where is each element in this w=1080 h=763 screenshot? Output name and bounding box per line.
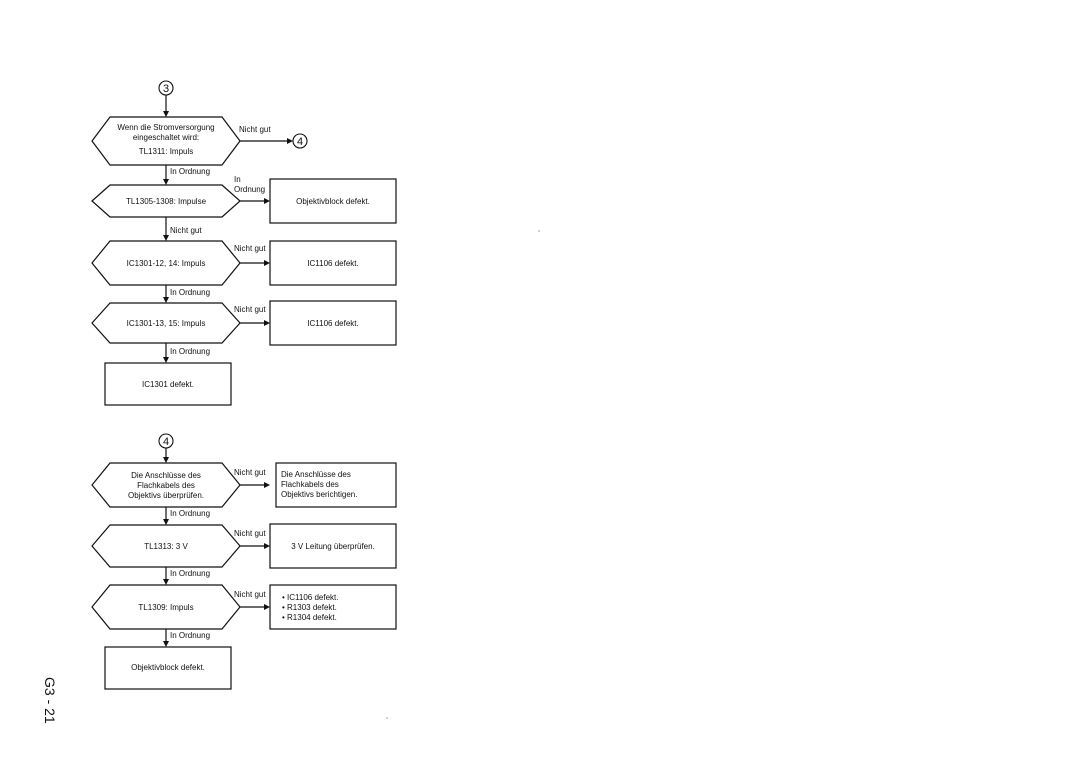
label-not-ok-side: Nicht gut bbox=[234, 529, 266, 538]
connector-3: 3 bbox=[158, 80, 174, 96]
decision-tl1305-text: TL1305-1308: Impulse bbox=[126, 197, 207, 206]
decision-ic1301-12-text: IC1301-12, 14: Impuls bbox=[127, 259, 206, 268]
result-objektivblock-text: Objektivblock defekt. bbox=[296, 197, 370, 206]
result-3v-line bbox=[269, 523, 397, 569]
label-not-ok-side: Nicht gut bbox=[234, 468, 266, 477]
label-ok-down: In Ordnung bbox=[170, 569, 210, 578]
result-ic1106-a-text: IC1106 defekt. bbox=[307, 259, 358, 268]
decision-power-on-line1: Wenn die Stromversorgung bbox=[117, 123, 214, 132]
decision-flat-cable-line3: Objektivs überprüfen. bbox=[128, 491, 204, 500]
result-fix-cable bbox=[275, 462, 397, 508]
result-3v-line-text: 3 V Leitung überprüfen. bbox=[291, 542, 375, 551]
result-ic1106-b bbox=[269, 300, 397, 346]
decision-flat-cable-line2: Flachkabels des bbox=[137, 481, 195, 490]
result-defect-ic1106: • IC1106 defekt. bbox=[282, 593, 338, 602]
decision-power-on-line3: TL1311: Impuls bbox=[139, 147, 194, 156]
decision-ic1301-13-text: IC1301-13, 15: Impuls bbox=[127, 319, 206, 328]
label-not-ok-side: Nicht gut bbox=[234, 590, 266, 599]
result-ic1106-b-text: IC1106 defekt. bbox=[307, 319, 358, 328]
result-objektivblock bbox=[269, 178, 397, 224]
result-ic1301 bbox=[104, 362, 232, 406]
svg-text:4: 4 bbox=[163, 436, 169, 448]
label-ok-side-2: Ordnung bbox=[234, 185, 265, 194]
result-fix-cable-line3: Objektivs berichtigen. bbox=[281, 490, 357, 499]
result-objektivblock-final-text: Objektivblock defekt. bbox=[131, 663, 205, 672]
result-ic1106-a bbox=[269, 240, 397, 286]
connector-4-ref: 4 bbox=[292, 133, 308, 149]
decision-tl1309-text: TL1309: Impuls bbox=[138, 603, 193, 612]
label-ok: In Ordnung bbox=[170, 167, 210, 176]
result-defect-r1304: • R1304 defekt. bbox=[282, 613, 337, 622]
svg-text:4: 4 bbox=[297, 136, 303, 148]
decision-power-on-line2: eingeschaltet wird: bbox=[133, 133, 199, 142]
label-ok-down: In Ordnung bbox=[170, 288, 210, 297]
label-not-ok-down: Nicht gut bbox=[170, 226, 202, 235]
label-not-ok: Nicht gut bbox=[239, 125, 271, 134]
result-fix-cable-line1: Die Anschlüsse des bbox=[281, 470, 351, 479]
page-number: G3 - 21 bbox=[42, 677, 58, 724]
label-not-ok-side: Nicht gut bbox=[234, 244, 266, 253]
result-defect-list bbox=[269, 584, 397, 630]
result-ic1301-text: IC1301 defekt. bbox=[142, 380, 194, 389]
label-ok-down: In Ordnung bbox=[170, 347, 210, 356]
label-ok-down: In Ordnung bbox=[170, 509, 210, 518]
decision-tl1313-text: TL1313: 3 V bbox=[144, 542, 188, 551]
label-ok-down: In Ordnung bbox=[170, 631, 210, 640]
label-not-ok-side: Nicht gut bbox=[234, 305, 266, 314]
connector-4: 4 bbox=[158, 433, 174, 449]
decision-flat-cable-line1: Die Anschlüsse des bbox=[131, 471, 201, 480]
result-defect-r1303: • R1303 defekt. bbox=[282, 603, 337, 612]
svg-text:3: 3 bbox=[163, 83, 169, 95]
result-fix-cable-line2: Flachkabels des bbox=[281, 480, 339, 489]
result-objektivblock-final bbox=[104, 646, 232, 690]
label-ok-side-1: In bbox=[234, 175, 241, 184]
